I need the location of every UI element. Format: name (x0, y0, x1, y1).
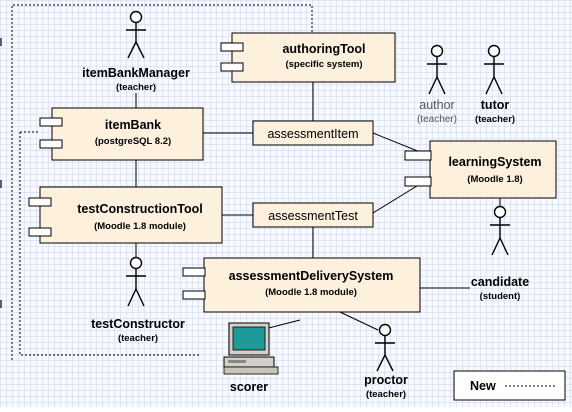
stick-figure-icon (126, 256, 146, 307)
stick-figure-icon (375, 323, 395, 372)
component-name: learningSystem (448, 155, 541, 169)
edge-mark (0, 300, 2, 308)
component-name: authoringTool (282, 42, 365, 56)
stick-figure-icon (126, 10, 146, 59)
component-itemBank[interactable]: itemBank (postgreSQL 8.2) (39, 107, 204, 161)
stick-figure-icon (427, 44, 447, 95)
legend-new: New (453, 370, 566, 401)
artifact-assessmentItem[interactable]: assessmentItem (252, 120, 374, 146)
actor-itemBankManager[interactable]: itemBankManager (teacher) (82, 10, 190, 94)
actor-author[interactable]: author (teacher) (417, 44, 457, 126)
edge-mark (0, 38, 2, 46)
actor-name: itemBankManager (82, 66, 190, 80)
component-assessmentDeliverySystem[interactable]: assessmentDeliverySystem (Moodle 1.8 mod… (182, 257, 421, 313)
actor-testConstructor[interactable]: testConstructor (teacher) (91, 256, 185, 345)
actor-name: tutor (481, 98, 510, 112)
component-authoringTool[interactable]: authoringTool (specific system) (220, 32, 396, 83)
actor-name: proctor (364, 373, 408, 387)
artifact-label: assessmentTest (268, 209, 358, 223)
artifact-label: assessmentItem (267, 127, 358, 141)
actor-role: (teacher) (366, 389, 406, 400)
component-subtitle: (specific system) (285, 59, 362, 70)
component-name: testConstructionTool (77, 202, 202, 216)
stick-figure-icon (490, 205, 510, 256)
component-name: itemBank (105, 118, 161, 132)
component-subtitle: (Moodle 1.8 module) (94, 221, 186, 232)
actor-role: (teacher) (116, 82, 156, 93)
actor-role: (student) (480, 291, 521, 302)
actor-proctor[interactable]: proctor (teacher) (364, 323, 408, 401)
actor-name: author (419, 98, 454, 112)
stick-figure-icon (484, 44, 504, 95)
component-testConstructionTool[interactable]: testConstructionTool (Moodle 1.8 module) (28, 186, 223, 244)
legend-label: New (470, 379, 496, 393)
actor-tutor[interactable]: tutor (teacher) (475, 44, 515, 126)
actor-role: (teacher) (475, 114, 515, 125)
edge-mark (0, 180, 2, 188)
computer-icon (223, 322, 279, 375)
new-boundary-outer (11, 4, 313, 360)
actor-role: (teacher) (417, 114, 457, 125)
actor-name: testConstructor (91, 317, 185, 331)
artifact-assessmentTest[interactable]: assessmentTest (252, 202, 374, 228)
component-name: assessmentDeliverySystem (229, 269, 394, 283)
component-subtitle: (postgreSQL 8.2) (95, 136, 171, 147)
new-boundary-inner (19, 131, 200, 356)
actor-scorer[interactable]: scorer (223, 322, 279, 394)
actor-name: scorer (230, 380, 268, 394)
actor-candidate[interactable]: candidate (student) (471, 205, 529, 303)
component-subtitle: (Moodle 1.8) (467, 174, 522, 185)
actor-name: candidate (471, 275, 529, 289)
component-learningSystem[interactable]: learningSystem (Moodle 1.8) (404, 140, 557, 199)
component-subtitle: (Moodle 1.8 module) (265, 287, 357, 298)
actor-role: (teacher) (118, 333, 158, 344)
